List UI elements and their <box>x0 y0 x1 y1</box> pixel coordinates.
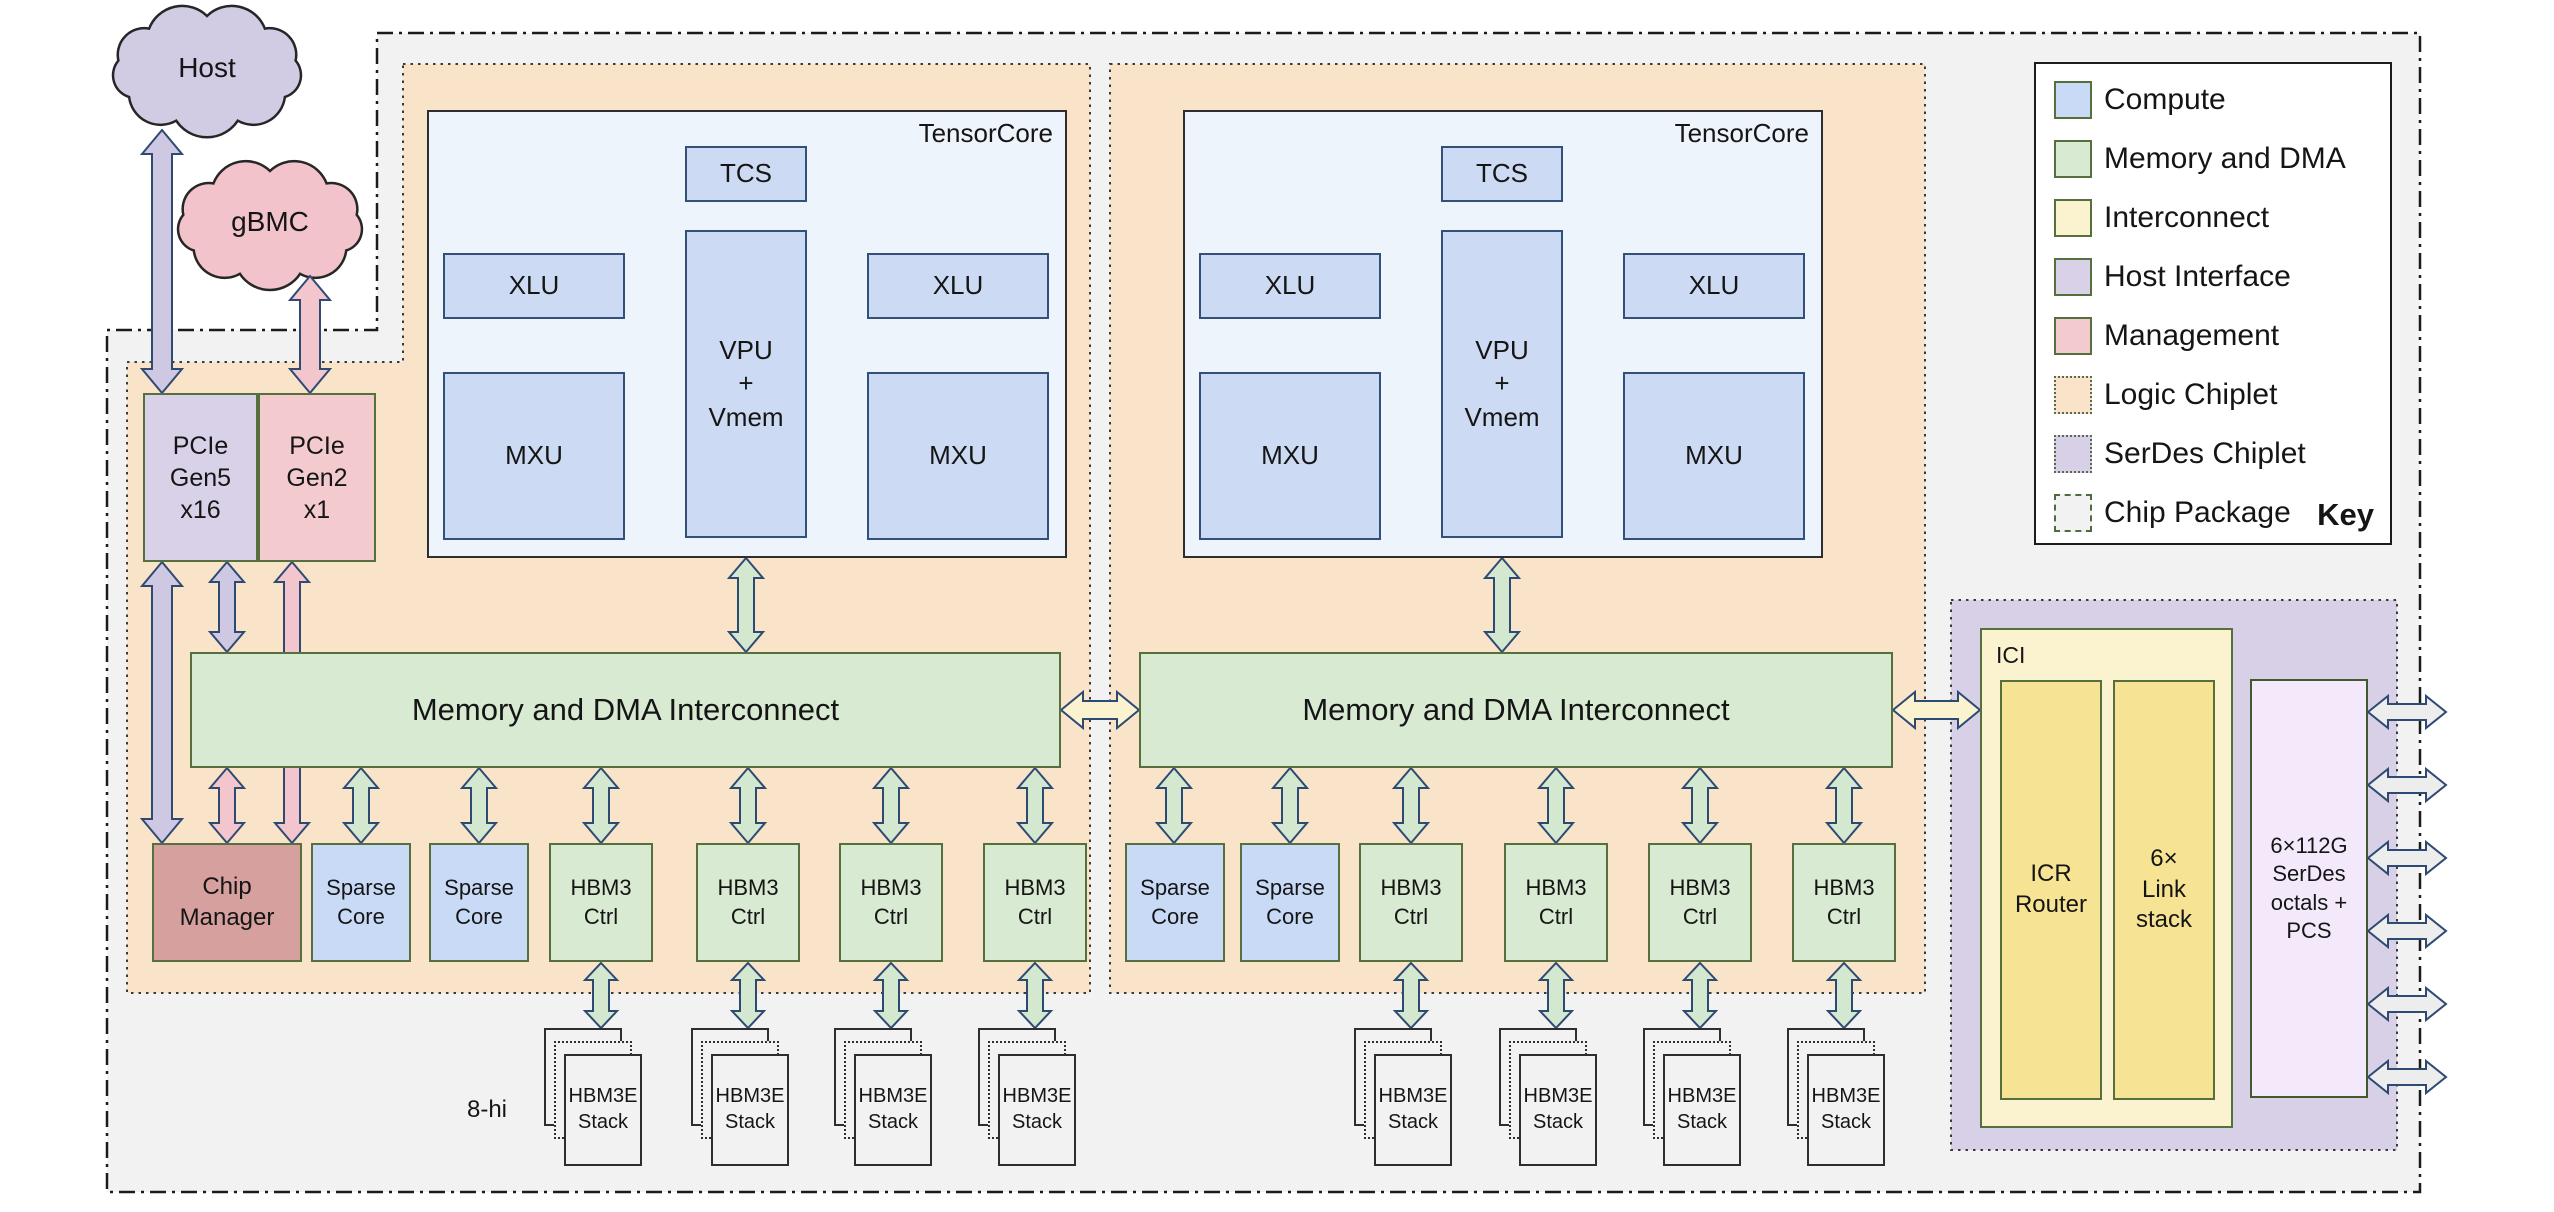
hbm3-ctrl-block: HBM3 Ctrl <box>549 843 653 962</box>
hbm3-ctrl-block: HBM3 Ctrl <box>983 843 1087 962</box>
legend-swatch-management <box>2054 317 2092 355</box>
hbm3e-stack-front: HBM3E Stack <box>564 1054 642 1166</box>
hbm3e-stack-front: HBM3E Stack <box>998 1054 1076 1166</box>
hbm3-ctrl-block: HBM3 Ctrl <box>1504 843 1608 962</box>
legend-box <box>2034 62 2392 545</box>
sparse-core-block: Sparse Core <box>1125 843 1225 962</box>
pcie-gen2-block: PCIe Gen2 x1 <box>258 393 376 562</box>
legend-label-logic-chiplet: Logic Chiplet <box>2104 378 2278 411</box>
hbm3e-stack-front: HBM3E Stack <box>854 1054 932 1166</box>
host-cloud <box>111 4 303 139</box>
xlu-block-1-right: XLU <box>867 253 1049 319</box>
pcie-gen5-block: PCIe Gen5 x16 <box>143 393 258 562</box>
gbmc-cloud-label: gBMC <box>231 206 309 237</box>
link-stack-block: 6× Link stack <box>2113 680 2215 1100</box>
arrow-serdes-link <box>2366 1058 2448 1096</box>
legend-label-host-interface: Host Interface <box>2104 260 2291 293</box>
legend-label-chip-package: Chip Package <box>2104 496 2291 529</box>
gbmc-cloud <box>176 159 364 292</box>
vpu-vmem-block-2: VPU + Vmem <box>1441 230 1563 538</box>
hbm3-ctrl-block: HBM3 Ctrl <box>1792 843 1896 962</box>
hbm3-ctrl-block: HBM3 Ctrl <box>1359 843 1463 962</box>
mxu-block-1-right: MXU <box>867 372 1049 540</box>
tcs-block-2: TCS <box>1441 146 1563 202</box>
xlu-block-1-left: XLU <box>443 253 625 319</box>
xlu-block-2-left: XLU <box>1199 253 1381 319</box>
hbm3-ctrl-block: HBM3 Ctrl <box>1648 843 1752 962</box>
legend-label-interconnect: Interconnect <box>2104 201 2270 234</box>
legend-swatch-memory <box>2054 140 2092 178</box>
hbm3e-stack-front: HBM3E Stack <box>1519 1054 1597 1166</box>
hbm3e-stack-front: HBM3E Stack <box>711 1054 789 1166</box>
arrow-serdes-link <box>2366 766 2448 804</box>
legend-swatch-compute <box>2054 81 2092 119</box>
memory-dma-interconnect-right: Memory and DMA Interconnect <box>1139 652 1893 768</box>
host-cloud-label: Host <box>178 52 236 83</box>
legend-swatch-host-interface <box>2054 258 2092 296</box>
mxu-block-2-left: MXU <box>1199 372 1381 540</box>
hbm3-ctrl-block: HBM3 Ctrl <box>839 843 943 962</box>
legend-label-memory: Memory and DMA <box>2104 142 2346 175</box>
arrow-serdes-link <box>2366 839 2448 877</box>
arrow-serdes-link <box>2366 912 2448 950</box>
legend-title: Key <box>2317 497 2374 532</box>
sparse-core-block: Sparse Core <box>429 843 529 962</box>
icr-router-block: ICR Router <box>2000 680 2102 1100</box>
vpu-vmem-block-1: VPU + Vmem <box>685 230 807 538</box>
chip-manager-block: Chip Manager <box>152 843 302 962</box>
memory-dma-interconnect-left: Memory and DMA Interconnect <box>190 652 1061 768</box>
ici-label: ICI <box>1996 642 2026 668</box>
mxu-block-1-left: MXU <box>443 372 625 540</box>
sparse-core-block: Sparse Core <box>1240 843 1340 962</box>
hbm3e-stack-front: HBM3E Stack <box>1663 1054 1741 1166</box>
mxu-block-2-right: MXU <box>1623 372 1805 540</box>
hbm3e-stack-front: HBM3E Stack <box>1807 1054 1885 1166</box>
hbm3-ctrl-block: HBM3 Ctrl <box>696 843 800 962</box>
stack-height-label: 8-hi <box>466 1096 508 1123</box>
serdes-octals-block: 6×112G SerDes octals + PCS <box>2250 679 2368 1098</box>
legend-swatch-chip-package <box>2054 494 2092 532</box>
legend-label-compute: Compute <box>2104 83 2226 116</box>
arrow-serdes-link <box>2366 693 2448 731</box>
legend-label-management: Management <box>2104 319 2280 352</box>
legend-swatch-interconnect <box>2054 199 2092 237</box>
sparse-core-block: Sparse Core <box>311 843 411 962</box>
hbm3e-stack-front: HBM3E Stack <box>1374 1054 1452 1166</box>
legend-swatch-serdes-chiplet <box>2054 435 2092 473</box>
xlu-block-2-right: XLU <box>1623 253 1805 319</box>
tcs-block-1: TCS <box>685 146 807 202</box>
arrow-serdes-link <box>2366 985 2448 1023</box>
legend-swatch-logic-chiplet <box>2054 376 2092 414</box>
tensorcore-label-1: TensorCore <box>918 118 1053 148</box>
legend-label-serdes-chiplet: SerDes Chiplet <box>2104 437 2306 470</box>
tensorcore-label-2: TensorCore <box>1674 118 1809 148</box>
